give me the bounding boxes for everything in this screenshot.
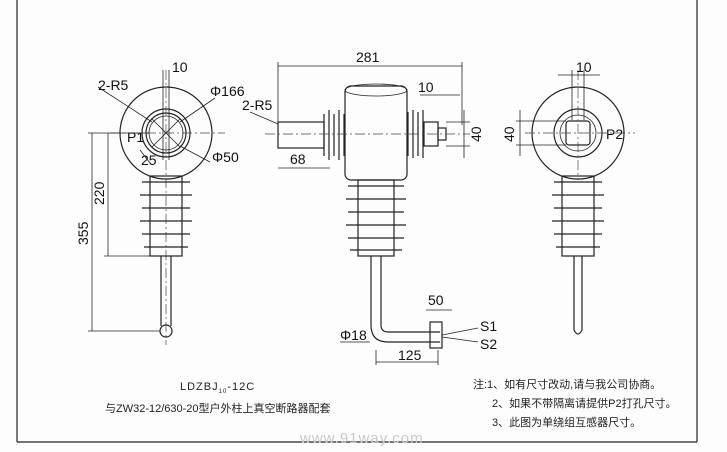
front-lead-length: 50: [428, 292, 444, 308]
front-view: [249, 62, 479, 365]
front-overall-length: 281: [356, 49, 380, 65]
front-terminal-width: 10: [418, 79, 434, 95]
model-subtitle: 与ZW32-12/630-20型户外柱上真空断路器配套: [105, 403, 331, 415]
left-terminal: P1: [127, 129, 144, 145]
left-view: [88, 70, 225, 345]
front-radius-label: 2-R5: [242, 97, 273, 113]
left-height-total: 355: [75, 221, 91, 245]
front-lead-s2: S2: [480, 336, 497, 352]
front-lead-s1: S1: [480, 318, 497, 334]
note-3: 3、此图为单绕组互感器尺寸。: [492, 417, 642, 429]
model-number: LDZBJ10-12C: [180, 381, 255, 395]
right-terminal: P2: [606, 126, 623, 142]
front-stub-length: 68: [290, 151, 306, 167]
left-height-insulator: 220: [91, 181, 107, 205]
model-sub: 10: [218, 389, 228, 396]
model-suffix: -12C: [227, 381, 256, 393]
left-inner-diameter: Φ50: [212, 149, 239, 165]
model-prefix: LDZBJ: [180, 381, 219, 393]
front-rod-diameter: Φ18: [340, 327, 367, 343]
note-2: 2、如果不带隔离请提供P2打孔尺寸。: [492, 398, 677, 410]
right-terminal-height: 40: [501, 126, 517, 142]
left-offset: 25: [141, 152, 157, 168]
front-terminal-height: 40: [468, 126, 484, 142]
left-dim-top: 10: [172, 59, 188, 75]
watermark: www.91way.com: [300, 430, 424, 447]
right-dim-top: 10: [576, 59, 592, 75]
left-radius-label: 2-R5: [98, 77, 129, 93]
right-view: [516, 70, 635, 335]
note-1: 注:1、如有尺寸改动,请与我公司协商。: [473, 379, 662, 391]
front-rod-offset: 125: [398, 347, 422, 363]
left-outer-diameter: Φ166: [210, 83, 245, 99]
